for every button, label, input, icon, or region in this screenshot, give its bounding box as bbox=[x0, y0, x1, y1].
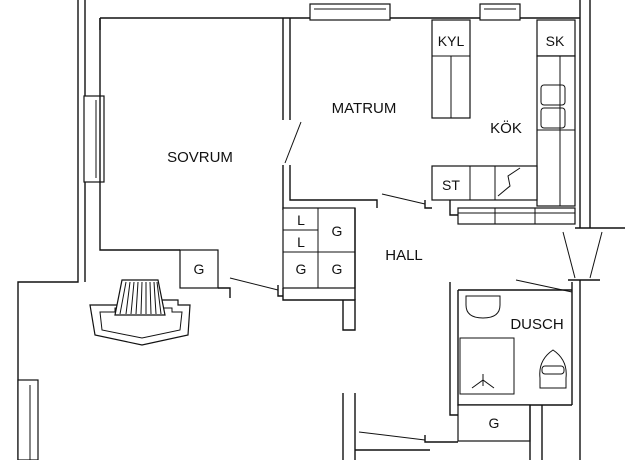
fixture-label-sk: SK bbox=[546, 33, 565, 49]
closet-label-l1: L bbox=[297, 212, 305, 228]
shower-icon bbox=[471, 374, 495, 389]
room-label-hall: HALL bbox=[385, 247, 423, 264]
door-sovrum-hall bbox=[229, 277, 279, 291]
lower-closet-label: G bbox=[489, 415, 500, 431]
closet-label-g1: G bbox=[332, 223, 343, 239]
toilet-icon bbox=[539, 349, 567, 389]
cabinet-sk bbox=[536, 19, 576, 57]
door-sovrum bbox=[284, 121, 302, 164]
fixture-label-kyl: KYL bbox=[438, 33, 465, 49]
window-lower-left bbox=[17, 379, 39, 460]
window-top-right bbox=[479, 3, 521, 21]
sink-icon bbox=[540, 84, 566, 106]
room-label-matrum: MATRUM bbox=[332, 100, 397, 117]
fixture-label-st: ST bbox=[442, 177, 460, 193]
window-top-left bbox=[309, 3, 391, 21]
room-label-dusch: DUSCH bbox=[510, 316, 563, 333]
sovrum-walls bbox=[99, 18, 378, 251]
basin-icon bbox=[465, 295, 501, 319]
outer-walls bbox=[17, 0, 625, 460]
closet-label-l2: L bbox=[297, 234, 305, 250]
kitchen bbox=[381, 19, 576, 225]
closet-label-g2: G bbox=[296, 261, 307, 277]
windows bbox=[17, 3, 521, 460]
sovrum-closet bbox=[179, 249, 283, 298]
bathroom bbox=[449, 279, 573, 416]
labels: SOVRUM MATRUM KÖK HALL DUSCH KYL SK ST L… bbox=[167, 33, 565, 431]
window-kitchen bbox=[457, 207, 576, 225]
window-left bbox=[83, 95, 105, 183]
stove-icon bbox=[497, 167, 521, 197]
room-label-sovrum: SOVRUM bbox=[167, 149, 233, 166]
door-kitchen bbox=[381, 193, 426, 205]
closet-block bbox=[282, 207, 356, 331]
door-lower bbox=[358, 431, 426, 441]
sovrum-closet-label: G bbox=[194, 261, 205, 277]
fireplace bbox=[89, 279, 191, 346]
lower-walls bbox=[342, 393, 543, 460]
entry-doors bbox=[562, 231, 603, 281]
closet-label-g3: G bbox=[332, 261, 343, 277]
room-label-kok: KÖK bbox=[490, 119, 522, 137]
door-dusch bbox=[515, 279, 573, 293]
